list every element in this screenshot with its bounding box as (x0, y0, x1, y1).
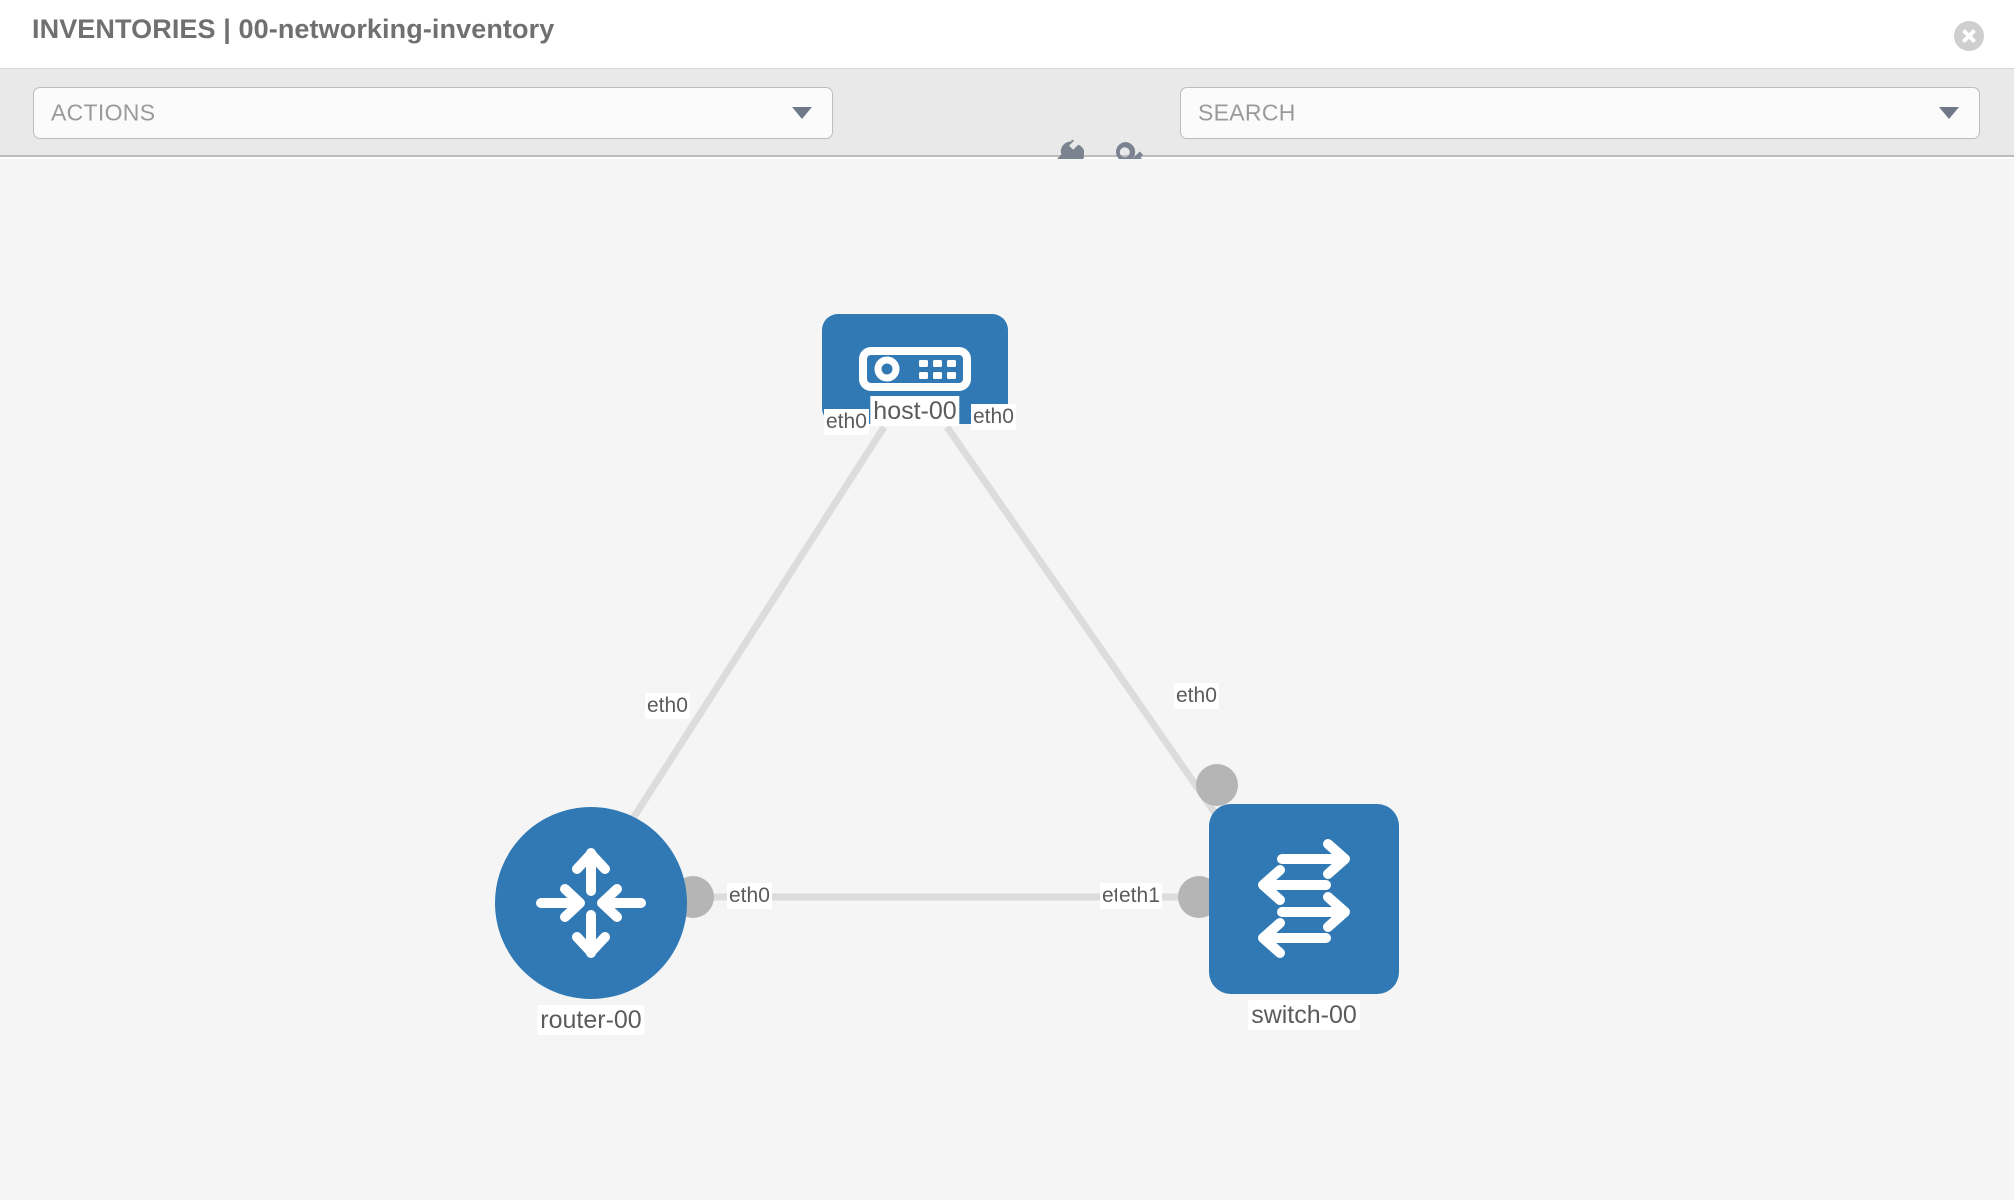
link-host-switch (944, 425, 1243, 851)
iface-label-switch-up: eth0 (1174, 683, 1219, 709)
router-icon (536, 848, 646, 958)
page-title: INVENTORIES | 00-networking-inventory (32, 14, 555, 44)
connector-nub-switch-top (1196, 764, 1238, 806)
chevron-down-icon (1939, 107, 1959, 119)
node-label-host-00: host-00 (870, 396, 960, 426)
search-input[interactable]: SEARCH (1180, 87, 1980, 139)
iface-label-router-up: eth0 (645, 693, 690, 719)
search-input-value: SEARCH (1198, 99, 1296, 126)
iface-label-host-right: eth0 (971, 404, 1016, 430)
node-label-switch-00: switch-00 (1248, 1000, 1360, 1030)
chevron-down-icon (792, 107, 812, 119)
switch-icon (1258, 839, 1350, 958)
iface-label-router-right: eth0 (727, 883, 772, 909)
link-host-router (604, 425, 887, 861)
page-header: INVENTORIES | 00-networking-inventory (0, 0, 2014, 68)
node-label-router-00: router-00 (537, 1005, 645, 1035)
topology-canvas[interactable]: host-00 router-00 (0, 159, 2014, 1200)
topology-node-switch-00[interactable]: switch-00 (1209, 804, 1399, 1030)
actions-dropdown-label: ACTIONS (51, 99, 156, 126)
switch-node-shape[interactable] (1209, 804, 1399, 994)
iface-label-host-left: eth0 (824, 409, 869, 435)
close-icon[interactable] (1954, 21, 1984, 51)
iface-label-switch-left: eth1 (1117, 883, 1162, 909)
actions-dropdown[interactable]: ACTIONS (33, 87, 833, 139)
server-icon (859, 347, 971, 391)
topology-node-router-00[interactable]: router-00 (495, 807, 687, 1035)
toolbar: ACTIONS SEARCH (0, 68, 2014, 174)
router-node-shape[interactable] (495, 807, 687, 999)
key-icon[interactable] (1110, 135, 1154, 179)
